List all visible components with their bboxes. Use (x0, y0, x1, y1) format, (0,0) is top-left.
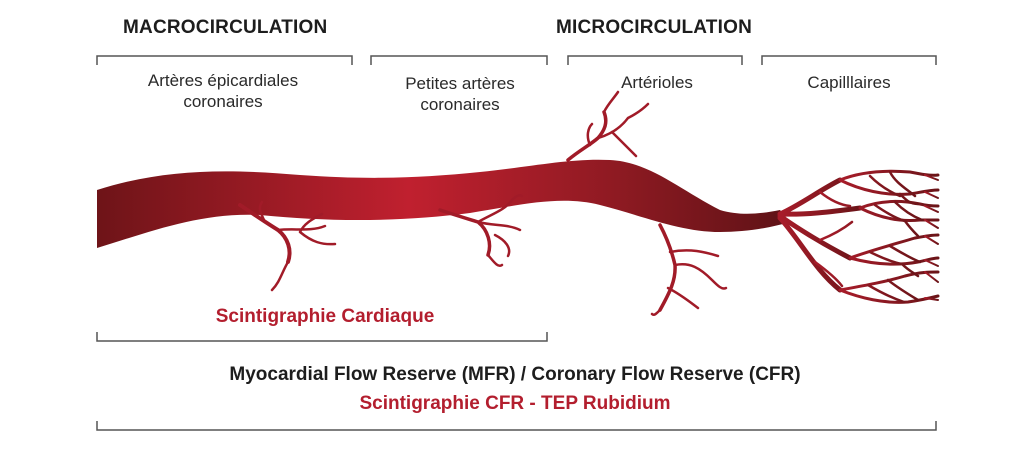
segment-small-arteries-line2: coronaires (420, 95, 500, 114)
segment-epicardial-line2: coronaires (183, 92, 263, 111)
macrocirculation-header: MACROCIRCULATION (123, 17, 328, 38)
segment-small-arteries-label: Petites artères coronaires (375, 73, 545, 115)
bracket-arterioles (567, 55, 743, 65)
bracket-capillaries (761, 55, 937, 65)
capillary-network (777, 169, 940, 304)
bracket-small-arteries (370, 55, 548, 65)
segment-small-arteries-line1: Petites artères (405, 74, 515, 93)
scintigraphie-cardiaque-label: Scintigraphie Cardiaque (215, 306, 435, 327)
segment-arterioles-line1: Artérioles (621, 73, 693, 92)
microcirculation-header: MICROCIRCULATION (556, 17, 752, 38)
flow-reserve-label: Myocardial Flow Reserve (MFR) / Coronary… (229, 364, 801, 385)
segment-capillaries-label: Capilllaires (765, 72, 933, 93)
branch-vessels (238, 90, 728, 317)
segment-epicardial-line1: Artères épicardiales (147, 71, 299, 90)
bracket-epicardial (96, 55, 353, 65)
segment-epicardial-label: Artères épicardiales coronaires (108, 70, 338, 112)
main-artery (97, 159, 790, 248)
bracket-scintigraphie (96, 332, 548, 342)
segment-arterioles-label: Artérioles (572, 72, 742, 93)
bracket-flow-reserve (96, 421, 937, 431)
segment-capillaries-line1: Capilllaires (807, 73, 891, 92)
cfr-tep-rubidium-label: Scintigraphie CFR - TEP Rubidium (359, 393, 671, 414)
